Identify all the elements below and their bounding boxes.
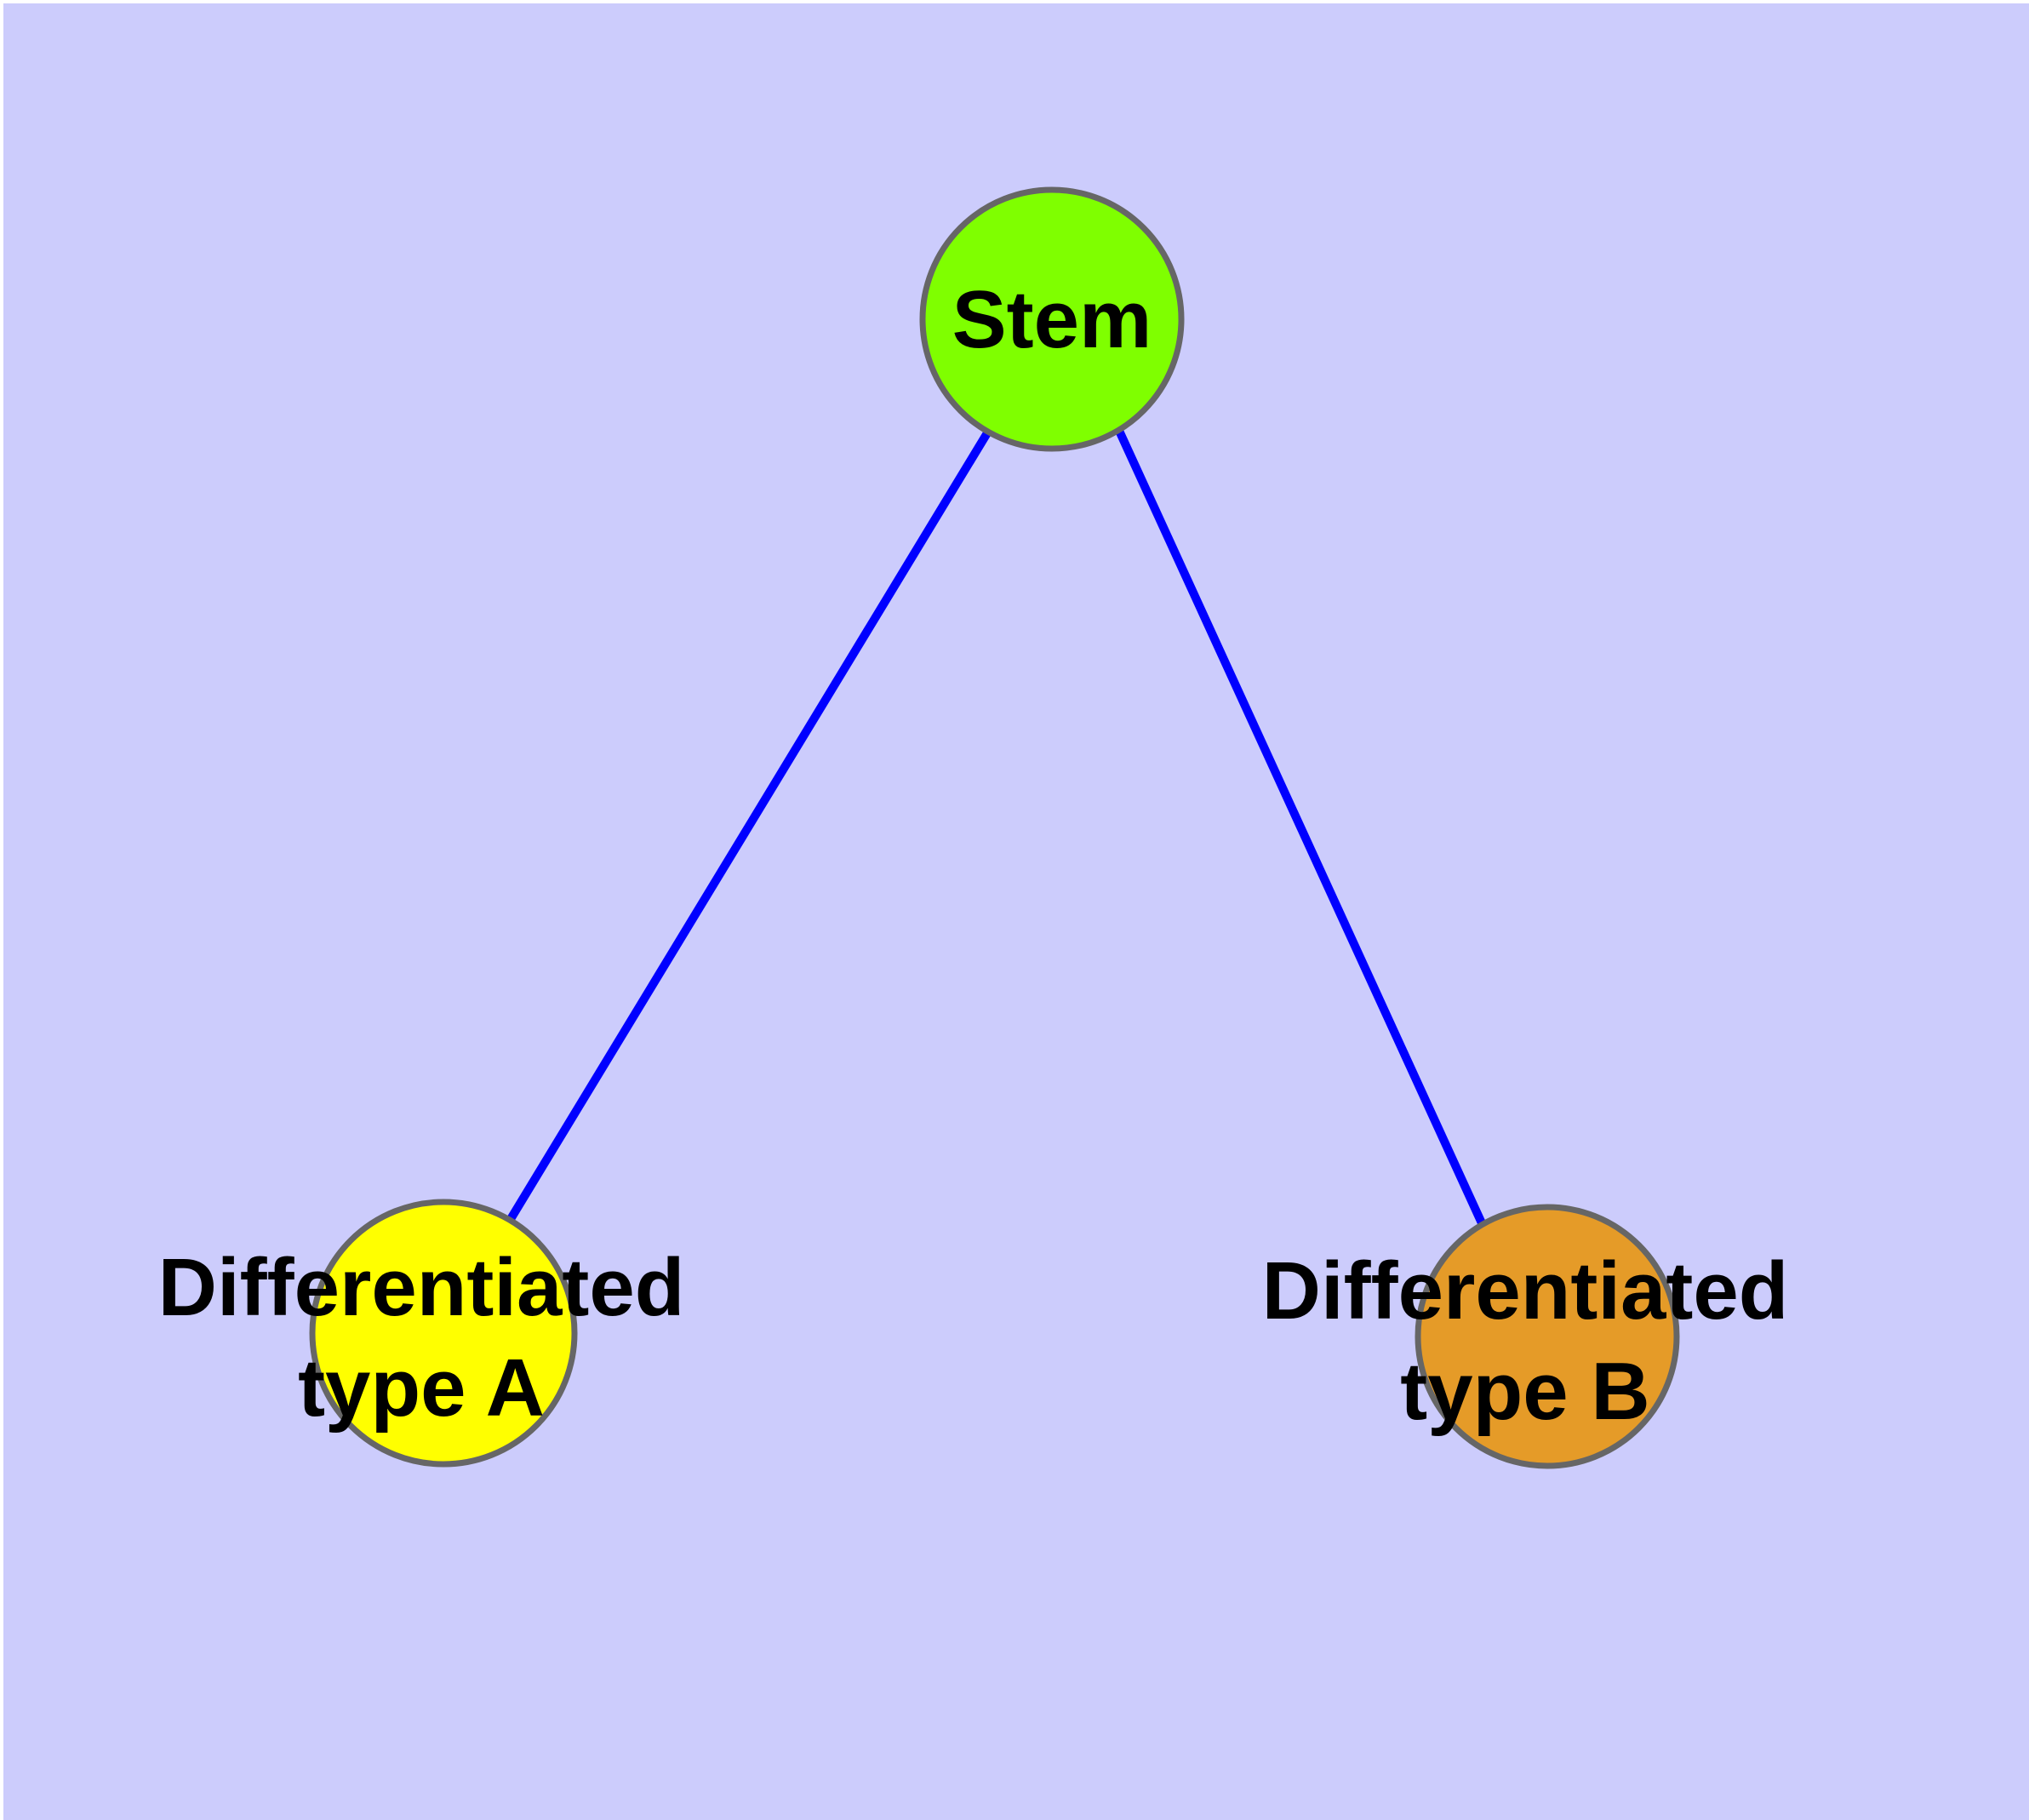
label-layer: Stem Differentiated type A Differentiate… — [158, 274, 1789, 1437]
node-differentiated-type-b[interactable] — [1415, 1204, 1680, 1469]
edge-stem-to-differentiated-type-a[interactable] — [506, 429, 992, 1222]
node-stem-label-line-1: Stem — [952, 274, 1152, 365]
node-differentiated-type-b-label-line-2: type B — [1400, 1346, 1649, 1437]
node-differentiated-type-b-label-line-1: Differentiated — [1262, 1245, 1789, 1336]
node-differentiated-type-a-label-line-2: type A — [298, 1342, 545, 1434]
edge-stem-to-differentiated-type-b[interactable] — [1115, 428, 1487, 1228]
node-layer — [309, 186, 1680, 1469]
node-differentiated-type-b-circle[interactable] — [1415, 1204, 1680, 1469]
node-stem[interactable] — [919, 186, 1185, 452]
node-differentiated-type-a-circle[interactable] — [309, 1199, 578, 1468]
node-stem-circle[interactable] — [919, 186, 1185, 452]
node-differentiated-type-a[interactable] — [309, 1199, 578, 1468]
edge-layer — [506, 428, 1487, 1228]
node-differentiated-type-a-label-line-1: Differentiated — [158, 1242, 685, 1333]
